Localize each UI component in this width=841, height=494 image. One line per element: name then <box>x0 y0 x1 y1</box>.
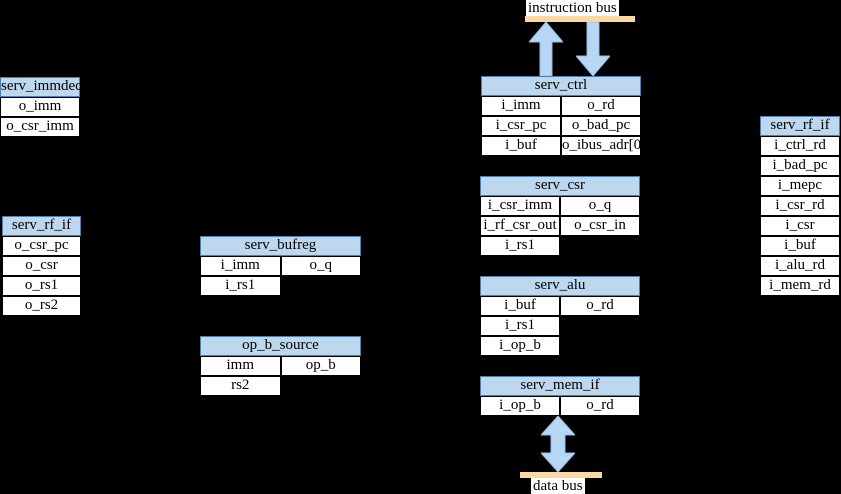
module-serv-rf-if-right: serv_rf_if i_ctrl_rd i_bad_pc i_mepc i_c… <box>760 116 840 296</box>
port-cell: i_csr_imm <box>480 196 560 216</box>
port-cell: o_bad_pc <box>561 116 641 136</box>
module-serv-bufreg: serv_bufreg i_imm o_q i_rs1 <box>200 236 361 296</box>
port-cell: i_csr <box>760 216 840 236</box>
arrow-up-icon <box>529 22 563 76</box>
port-cell: i_bad_pc <box>760 156 840 176</box>
port-cell: o_csr <box>2 256 81 276</box>
module-title: serv_mem_if <box>480 376 640 396</box>
port-cell: o_rs2 <box>2 296 81 316</box>
port-cell: o_csr_in <box>560 216 640 236</box>
arrow-down-icon <box>576 22 610 76</box>
module-title: serv_immdec <box>0 77 82 97</box>
port-cell: i_buf <box>760 236 840 256</box>
port-cell: o_imm <box>0 97 80 117</box>
instruction-bus-label: instruction bus <box>526 0 619 16</box>
port-cell: i_csr_pc <box>481 116 561 136</box>
port-cell: i_rf_csr_out <box>480 216 560 236</box>
module-title: serv_rf_if <box>760 116 840 136</box>
port-cell: i_imm <box>200 256 281 276</box>
port-cell: o_rs1 <box>2 276 81 296</box>
port-cell: i_mepc <box>760 176 840 196</box>
port-cell: i_imm <box>481 96 561 116</box>
port-cell: i_rs1 <box>200 276 281 296</box>
port-cell: o_rd <box>561 96 641 116</box>
port-cell: imm <box>200 356 281 376</box>
module-title: serv_csr <box>480 176 640 196</box>
module-op-b-source: op_b_source imm op_b rs2 <box>200 336 361 396</box>
module-serv-csr: serv_csr i_csr_imm o_q i_rf_csr_out o_cs… <box>480 176 640 256</box>
port-cell: o_q <box>280 256 361 276</box>
data-bus-label: data bus <box>531 478 585 494</box>
instruction-bus-bar <box>525 16 635 22</box>
port-cell: rs2 <box>200 376 281 396</box>
port-cell: i_csr_rd <box>760 196 840 216</box>
port-cell: o_csr_pc <box>2 236 81 256</box>
arrow-updown-shape <box>541 416 575 472</box>
port-cell: i_rs1 <box>480 316 560 336</box>
module-serv-alu: serv_alu i_buf o_rd i_rs1 i_op_b <box>480 276 640 356</box>
port-cell: op_b <box>280 356 361 376</box>
port-cell: i_ctrl_rd <box>760 136 840 156</box>
module-serv-ctrl: serv_ctrl i_imm o_rd i_csr_pc o_bad_pc i… <box>481 76 646 156</box>
port-cell: i_op_b <box>480 336 560 356</box>
port-cell: i_buf <box>481 136 561 156</box>
port-cell: o_csr_imm <box>0 117 80 137</box>
module-title: serv_rf_if <box>2 216 81 236</box>
port-cell: i_mem_rd <box>760 276 840 296</box>
module-serv-mem-if: serv_mem_if i_op_b o_rd <box>480 376 640 416</box>
port-cell: i_rs1 <box>480 236 560 256</box>
arrow-updown-icon <box>541 416 575 472</box>
port-cell: o_rd <box>560 296 640 316</box>
module-serv-immdec: serv_immdec o_imm o_csr_imm <box>0 77 82 137</box>
module-title: serv_ctrl <box>481 76 641 96</box>
data-bus-bar <box>520 472 602 478</box>
port-cell: i_buf <box>480 296 560 316</box>
module-title: serv_bufreg <box>200 236 361 256</box>
module-title: op_b_source <box>200 336 361 356</box>
arrow-up-shape <box>529 22 563 76</box>
port-cell: i_op_b <box>480 396 560 416</box>
port-cell: i_alu_rd <box>760 256 840 276</box>
port-cell: o_q <box>560 196 640 216</box>
port-cell: o_ibus_adr[0] <box>561 136 646 156</box>
port-cell: o_rd <box>560 396 640 416</box>
module-title: serv_alu <box>480 276 640 296</box>
arrow-down-shape <box>576 22 610 76</box>
module-serv-rf-if-left: serv_rf_if o_csr_pc o_csr o_rs1 o_rs2 <box>2 216 81 316</box>
